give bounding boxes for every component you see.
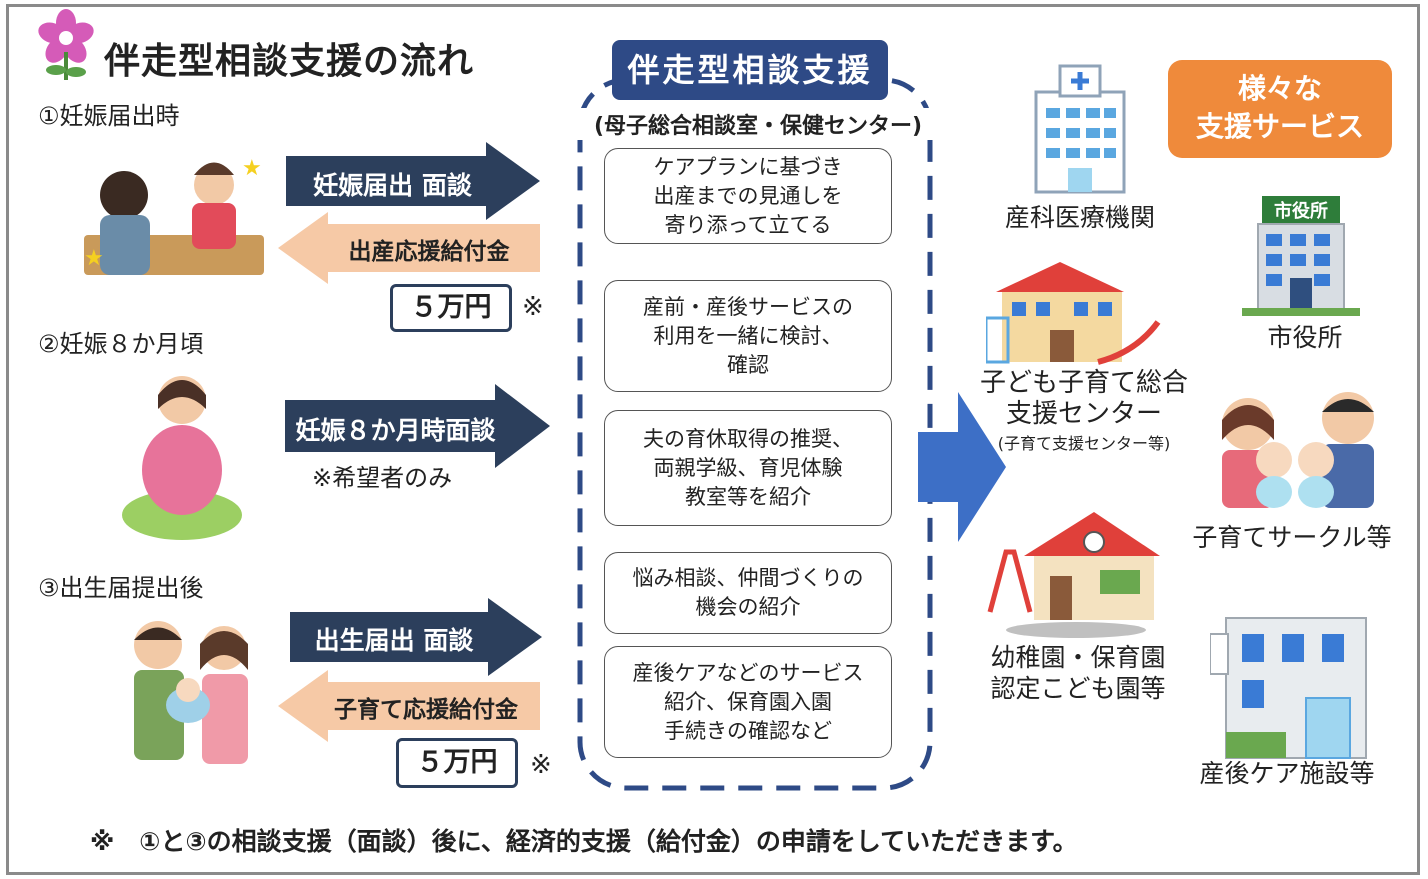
postnatal-facility-icon	[1210, 617, 1367, 759]
service-cityhall-label: 市役所	[1267, 323, 1343, 352]
optional-note: ※希望者のみ	[312, 464, 453, 492]
amount-badge-1: ５万円	[390, 284, 512, 332]
svg-text:★: ★	[242, 156, 262, 181]
service-kinder-label: 幼稚園・保育園 認定こども園等	[990, 643, 1166, 703]
city-hall-icon: 市役所	[1242, 196, 1360, 316]
service-postnatal-label: 産後ケア施設等	[1199, 759, 1375, 788]
parents-with-baby-illustration	[134, 621, 248, 764]
flower-icon	[38, 9, 94, 80]
city-hall-sign: 市役所	[1274, 200, 1328, 222]
arrow-left-1	[278, 212, 540, 284]
service-circle-label: 子育てサークル等	[1192, 523, 1392, 552]
step-label-1: ①妊娠届出時	[38, 102, 180, 130]
arrow-right-2-label: 妊娠８か月時面談	[295, 416, 496, 445]
arrow-left-1-label: 出産応援給付金	[348, 239, 510, 265]
support-card-5: 産後ケアなどのサービス 紹介、保育園入園 手続きの確認など	[604, 646, 892, 758]
support-card-2: 産前・産後サービスの 利用を一緒に検討、 確認	[604, 280, 892, 392]
support-card-1: ケアプランに基づき 出産までの見通しを 寄り添って立てる	[604, 148, 892, 244]
arrow-right-1-label: 妊娠届出 面談	[313, 171, 472, 200]
service-center-label: 子ども子育て総合 支援センター	[979, 368, 1188, 429]
arrow-left-3-label: 子育て応援給付金	[334, 697, 518, 723]
page-title: 伴走型相談支援の流れ	[104, 41, 475, 82]
arrow-right-2	[285, 384, 550, 468]
svg-text:★: ★	[84, 246, 104, 271]
amount-note-mark-1: ※	[522, 292, 544, 322]
pregnant-woman-illustration	[122, 376, 242, 540]
services-header: 様々な 支援サービス	[1168, 60, 1392, 158]
step-label-2: ②妊娠８か月頃	[38, 330, 204, 358]
support-center-icon	[986, 262, 1161, 365]
amount-note-mark-3: ※	[530, 750, 552, 780]
parenting-circle-icon	[1222, 392, 1374, 508]
mother-consultation-illustration: ★ ★	[84, 156, 264, 275]
arrow-right-3-label: 出生届出 面談	[314, 626, 474, 655]
kindergarten-icon	[987, 512, 1160, 638]
service-hospital-label: 産科医療機関	[1004, 203, 1155, 232]
support-card-4: 悩み相談、仲間づくりの 機会の紹介	[604, 552, 892, 634]
big-arrow-to-services	[918, 392, 1006, 542]
footer-note: ※ ①と③の相談支援（面談）後に、経済的支援（給付金）の申請をしていただきます。	[90, 827, 1078, 856]
service-center-sublabel: (子育て支援センター等)	[997, 434, 1171, 453]
support-panel-header: 伴走型相談支援	[612, 40, 888, 100]
support-card-3: 夫の育休取得の推奨、 両親学級、育児体験 教室等を紹介	[604, 410, 892, 526]
arrow-right-1	[286, 142, 540, 220]
amount-badge-3: ５万円	[396, 738, 518, 788]
support-panel-subheader: (母子総合相談室・保健センター)	[560, 108, 956, 140]
step-label-3: ③出生届提出後	[38, 574, 204, 602]
hospital-icon	[1034, 64, 1126, 194]
arrow-left-3	[278, 670, 540, 742]
arrow-right-3	[290, 598, 542, 676]
